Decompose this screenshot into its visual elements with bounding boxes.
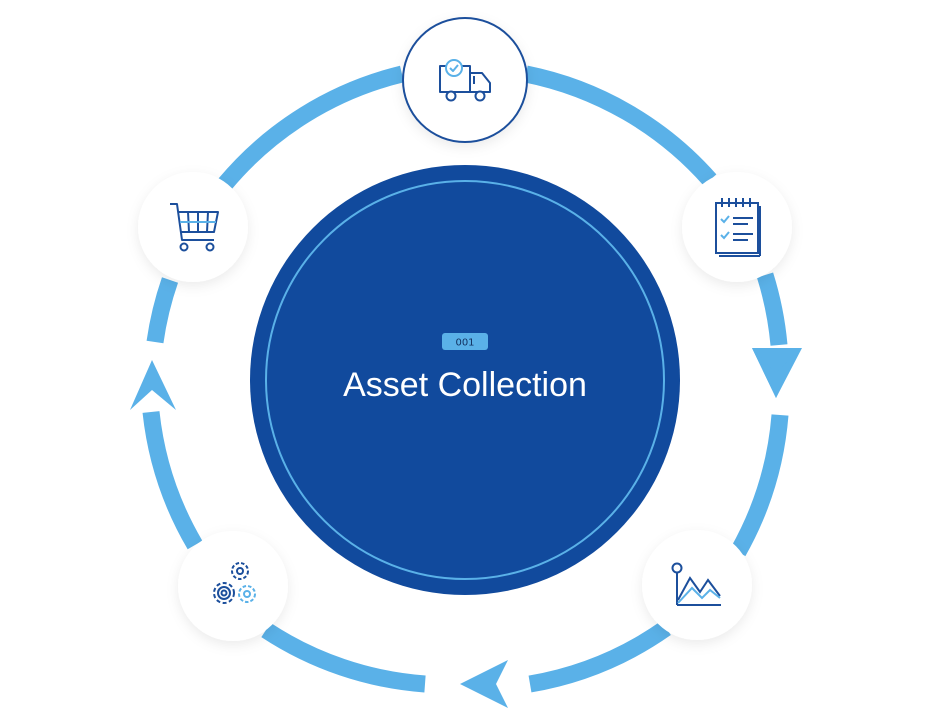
step-badge bbox=[442, 333, 488, 350]
node-right-circle bbox=[682, 172, 792, 282]
ring-arc-bottom-right bbox=[528, 621, 671, 693]
center-circle bbox=[250, 165, 680, 595]
line-chart-icon bbox=[671, 562, 721, 606]
center-inner-ring bbox=[265, 180, 665, 580]
ring-arc-right-lower bbox=[730, 414, 789, 557]
arrow-bottom-left bbox=[460, 660, 508, 708]
ring-arc-right-upper bbox=[756, 272, 788, 346]
ring-arc-top-right bbox=[524, 65, 717, 186]
cycle-arrows bbox=[130, 348, 802, 708]
node-top-circle bbox=[402, 17, 528, 143]
node-left[interactable] bbox=[138, 172, 248, 282]
node-right[interactable] bbox=[682, 172, 792, 282]
checklist-notepad-icon bbox=[715, 198, 761, 257]
arrow-left-up bbox=[130, 360, 176, 410]
delivery-truck-icon bbox=[439, 59, 491, 102]
shopping-cart-icon bbox=[170, 203, 219, 252]
ring-arc-top-left bbox=[218, 65, 405, 190]
center-title: Asset Collection bbox=[343, 366, 587, 404]
gears-icon bbox=[213, 562, 256, 604]
node-bottom-left[interactable] bbox=[178, 531, 288, 641]
node-bottom-right-circle bbox=[642, 530, 752, 640]
cycle-ring bbox=[142, 65, 789, 693]
ring-arc-left-upper bbox=[146, 277, 179, 344]
ring-arc-bottom-left bbox=[261, 622, 426, 693]
center-hub: 001 Asset Collection bbox=[250, 165, 680, 595]
step-badge-label: 001 bbox=[455, 338, 474, 349]
ring-arc-left-lower bbox=[142, 411, 203, 550]
node-bottom-left-circle bbox=[178, 531, 288, 641]
node-bottom-right[interactable] bbox=[642, 530, 752, 640]
arrow-right-down-wing bbox=[752, 348, 800, 398]
node-left-circle bbox=[138, 172, 248, 282]
node-top[interactable] bbox=[402, 17, 528, 143]
